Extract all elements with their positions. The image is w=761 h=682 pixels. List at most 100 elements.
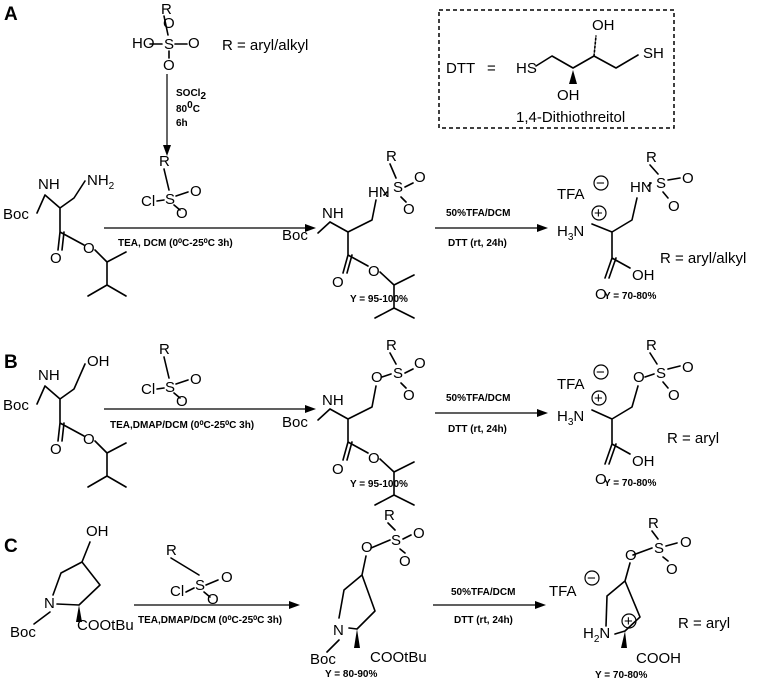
carbonyl-oxygen-label: O — [50, 441, 62, 458]
tfa-label: TFA — [557, 186, 585, 203]
dtt-thiol-right: SH — [643, 45, 664, 62]
negative-charge: − — [587, 570, 596, 587]
row-a-conditions-2b: DTT (rt, 24h) — [448, 238, 507, 249]
acid-oh-label: OH — [632, 267, 655, 284]
oxygen-label-bottom: O — [163, 57, 175, 74]
boc-label: Boc — [282, 414, 308, 431]
oxygen-label: O — [680, 534, 692, 551]
boc-label: Boc — [3, 206, 29, 223]
row-a-arrow-1: TEA, DCM (0⁰C-25⁰C 3h) — [104, 224, 316, 249]
pyrrolidine-n-label: N — [44, 595, 55, 612]
row-b-starting-material: OH NH Boc O O — [3, 353, 127, 488]
chloro-label: Cl — [141, 193, 155, 210]
sulfur-label: S — [654, 540, 664, 557]
carbonyl-oxygen-label: O — [332, 274, 344, 291]
sulfur-label: S — [165, 191, 175, 208]
panel-label-a: A — [4, 4, 18, 25]
ammonium-label: H3N — [557, 223, 584, 243]
sulfur-label: S — [656, 175, 666, 192]
row-b: OH NH Boc O O R Cl S O O TEA,DMAP/DCM (0… — [3, 337, 719, 506]
row-b-arrow-2: 50%TFA/DCM DTT (rt, 24h) — [435, 393, 548, 435]
row-c-conditions-1: TEA,DMAP/DCM (0⁰C-25⁰C 3h) — [138, 615, 282, 626]
ester-oxygen-label: O — [83, 240, 95, 257]
ammonium-label: H2N — [583, 625, 610, 645]
sulfur-label: S — [391, 532, 401, 549]
row-c-yield-2: Y = 70-80% — [595, 670, 647, 681]
sulfonate-oxygen-label: O — [633, 369, 645, 386]
r-group-label: R — [161, 1, 172, 18]
row-c: OH N Boc COOtBu R Cl S O O TEA,DMAP/DCM … — [10, 507, 730, 681]
dtt-label: DTT — [446, 60, 475, 77]
dtt-box: DTT = HS SH OH OH 1,4-Dithiothreitol — [438, 9, 675, 129]
oxygen-label: O — [399, 553, 411, 570]
r-group-label: R — [386, 148, 397, 165]
row-a-conditions-1: TEA, DCM (0⁰C-25⁰C 3h) — [118, 238, 233, 249]
oxygen-label: O — [403, 201, 415, 218]
oxygen-label: O — [682, 359, 694, 376]
oxygen-label-right: O — [188, 35, 200, 52]
dtt-equals: = — [487, 60, 496, 77]
carbonyl-oxygen-label: O — [595, 286, 607, 303]
boc-label: Boc — [3, 397, 29, 414]
row-c-arrow-2: 50%TFA/DCM DTT (rt, 24h) — [433, 587, 546, 626]
row-c-sulfonyl-chloride: R Cl S O O — [166, 542, 233, 608]
ammonium-label: H3N — [557, 408, 584, 428]
carbonyl-oxygen-label: O — [332, 461, 344, 478]
r-group-label: R — [646, 149, 657, 166]
carbonyl-oxygen-label: O — [50, 250, 62, 267]
oxygen-label: O — [190, 183, 202, 200]
r-group-label: R — [648, 515, 659, 532]
boc-label: Boc — [10, 624, 36, 641]
oxygen-label: O — [176, 205, 188, 222]
row-c-product: R O S O O TFA − + H2N COOH Y = 70-80% — [549, 515, 692, 681]
ester-oxygen-label: O — [368, 450, 380, 467]
row-a-r-definition: R = aryl/alkyl — [660, 250, 746, 267]
row-b-conditions-1: TEA,DMAP/DCM (0⁰C-25⁰C 3h) — [110, 420, 254, 431]
oxygen-label: O — [176, 393, 188, 410]
panel-label-c: C — [4, 536, 18, 557]
carbamate-nh-label: NH — [38, 367, 60, 384]
row-b-r-definition: R = aryl — [667, 430, 719, 447]
ester-oxygen-label: O — [83, 431, 95, 448]
row-b-yield-1: Y = 95-100% — [350, 479, 408, 490]
row-a-product: R HN S O O TFA − + H3N O OH Y = 70-80% — [557, 149, 694, 303]
hydroxyl-label: HO — [132, 35, 155, 52]
oxygen-label: O — [682, 170, 694, 187]
oxygen-label: O — [414, 355, 426, 372]
row-b-intermediate: R O S O O NH Boc O O Y = 95-100% — [282, 337, 426, 506]
oxygen-label: O — [413, 525, 425, 542]
sulfonate-oxygen-label: O — [371, 369, 383, 386]
oxygen-label: O — [403, 387, 415, 404]
oxygen-label: O — [190, 371, 202, 388]
row-b-conditions-2b: DTT (rt, 24h) — [448, 424, 507, 435]
oxygen-label-top: O — [163, 15, 175, 32]
oxygen-label: O — [668, 387, 680, 404]
ester-label: COOtBu — [77, 617, 134, 634]
sulfonate-oxygen-label: O — [625, 547, 637, 564]
row-b-sulfonyl-chloride: R Cl S O O — [141, 341, 202, 410]
r-group-label: R — [166, 542, 177, 559]
carbamate-nh-label: NH — [322, 392, 344, 409]
r-definition-top: R = aryl/alkyl — [222, 37, 308, 54]
sulfur-label: S — [165, 379, 175, 396]
panel-label-b: B — [4, 352, 18, 373]
sulfur-label: S — [656, 365, 666, 382]
sulfonyl-chloride-formation-arrow: SOCl2 800C 6h — [163, 74, 206, 156]
carbonyl-oxygen-label: O — [595, 471, 607, 488]
row-a-sulfonyl-chloride: R Cl S O O — [141, 153, 202, 222]
row-c-conditions-2b: DTT (rt, 24h) — [454, 615, 513, 626]
sulfonamide-nh-label: HN — [630, 179, 652, 196]
sulfur-label: S — [393, 365, 403, 382]
negative-charge: − — [596, 364, 605, 381]
dtt-name: 1,4-Dithiothreitol — [516, 109, 625, 126]
row-b-yield-2: Y = 70-80% — [604, 478, 656, 489]
chloro-label: Cl — [141, 381, 155, 398]
oxygen-label: O — [666, 561, 678, 578]
ester-oxygen-label: O — [368, 263, 380, 280]
dtt-hydroxyl-top: OH — [592, 17, 615, 34]
sulfonate-oxygen-label: O — [361, 539, 373, 556]
r-group-label: R — [159, 153, 170, 170]
positive-charge: + — [624, 613, 633, 630]
sulfur-label: S — [164, 36, 174, 53]
